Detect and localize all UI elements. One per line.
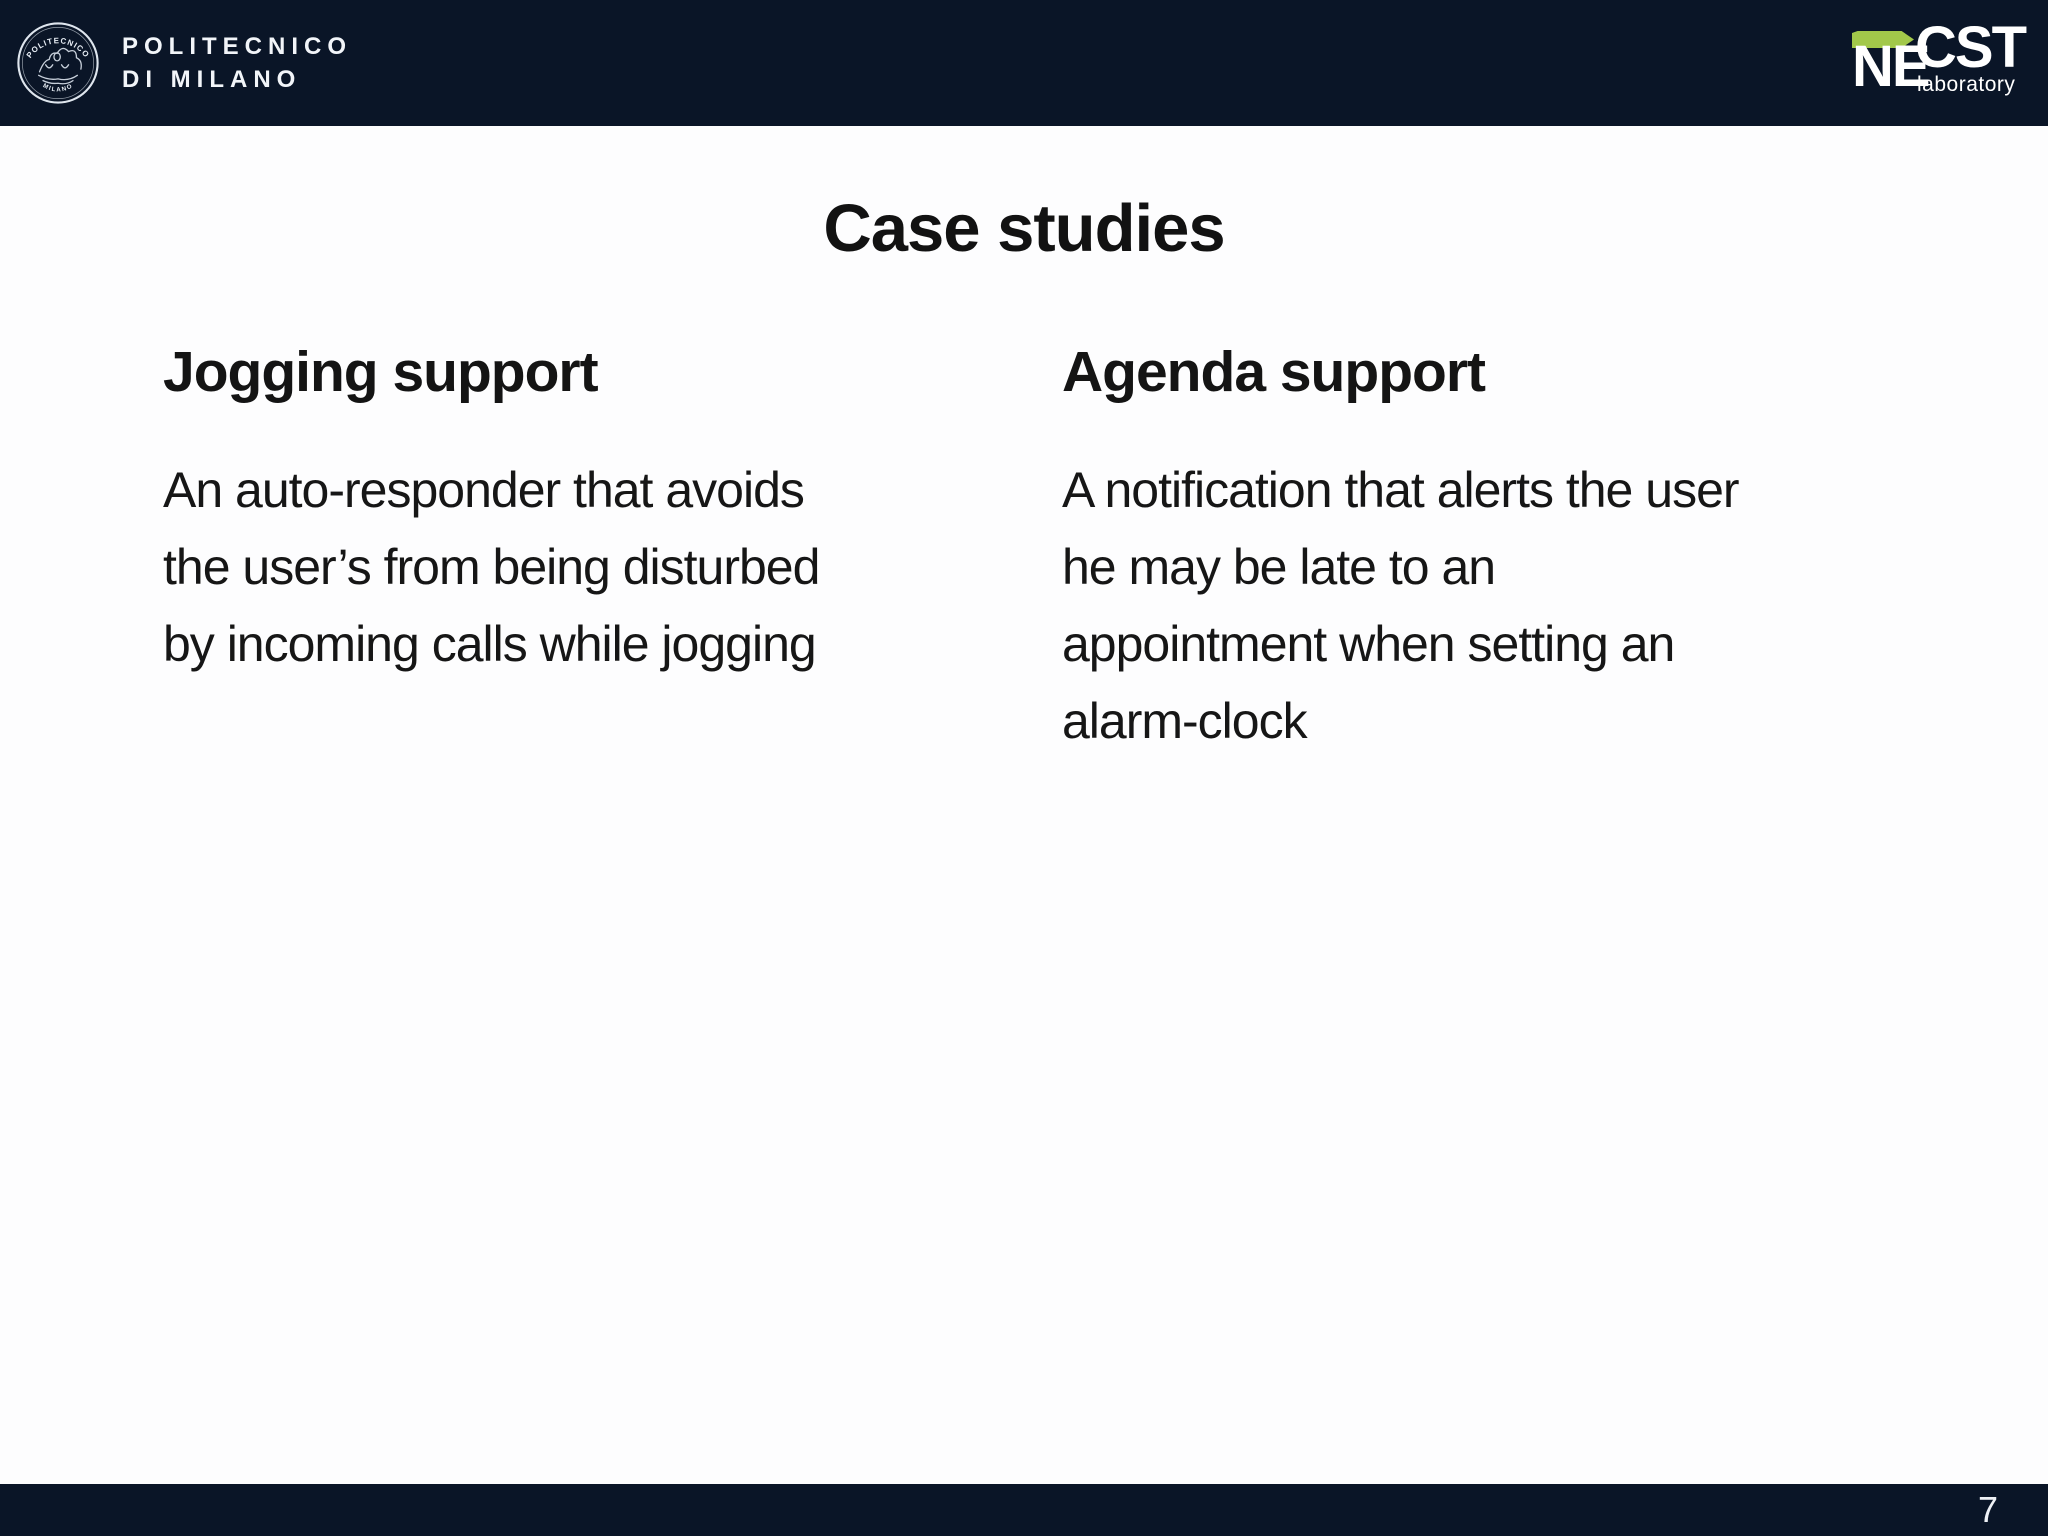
top-bar: POLITECNICO MILANO POLITECNICO DI MILANO <box>0 0 2048 126</box>
bottom-bar: 7 <box>0 1484 2048 1536</box>
page-number: 7 <box>1977 1489 1998 1530</box>
svg-text:MILANO: MILANO <box>42 82 75 93</box>
column-heading: Jogging support <box>163 340 599 405</box>
necst-laboratory-text: laboratory <box>1917 73 2016 96</box>
slide-title: Case studies <box>823 191 1225 266</box>
necst-logo: NE CST laboratory <box>1852 19 2027 99</box>
necst-ne-text: NE <box>1852 34 1931 99</box>
polimi-wordmark-line1: POLITECNICO <box>122 33 353 60</box>
column-jogging-support: Jogging support An auto-responder that a… <box>163 341 863 683</box>
slide-body: Case studies Jogging support An auto-res… <box>0 126 2048 760</box>
necst-cst-text: CST <box>1915 15 2027 80</box>
polimi-wordmark-line2: DI MILANO <box>122 66 302 93</box>
two-column-layout: Jogging support An auto-responder that a… <box>0 341 2048 760</box>
polimi-logo: POLITECNICO MILANO POLITECNICO DI MILANO <box>14 19 352 107</box>
svg-text:POLITECNICO: POLITECNICO <box>25 36 92 60</box>
column-body-text: A notification that alerts the user he m… <box>1062 461 1740 749</box>
column-body-text: An auto-responder that avoids the user’s… <box>163 461 820 672</box>
polimi-wordmark: POLITECNICO DI MILANO <box>122 30 352 96</box>
column-agenda-support: Agenda support A notification that alert… <box>1062 341 1742 760</box>
polimi-seal-icon: POLITECNICO MILANO <box>17 22 99 104</box>
column-heading: Agenda support <box>1062 340 1486 405</box>
necst-arrow-icon <box>1852 31 1914 48</box>
